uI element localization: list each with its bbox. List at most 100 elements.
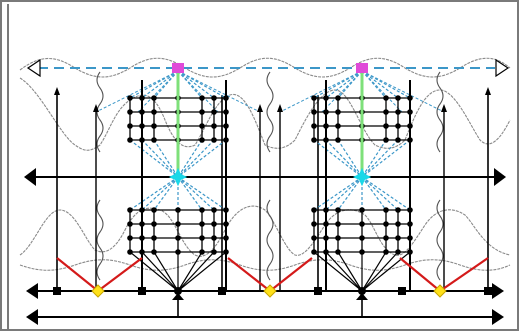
dashed-link [325,176,363,211]
lattice-node [383,235,389,241]
lattice-node [383,109,389,115]
dashed-link [325,70,363,99]
dashed-link [137,70,179,113]
lattice-node [199,235,205,241]
dashed-link [361,139,411,178]
lattice-node [407,235,413,241]
lattice-node [211,95,217,101]
lattice-node [395,95,401,101]
lattice-node [335,123,341,129]
lattice-node [139,221,145,227]
lattice-node [335,235,341,241]
yellow-node [91,284,105,298]
lattice-node [335,221,341,227]
fan-link [313,251,363,292]
magenta-hub [356,63,368,73]
dashed-link [279,70,363,113]
bus-right-arrow-icon [495,58,510,78]
lattice-node [395,235,401,241]
axis-square-markers [53,287,492,295]
lattice-node [127,123,133,129]
lattice-node [407,109,413,115]
arrowhead-icon [93,104,99,112]
lattice-node [407,123,413,129]
lattice-node [335,95,341,101]
lattice-node [127,109,133,115]
lattice-node [323,207,329,213]
lattice-node [323,123,329,129]
lattice-node [311,109,317,115]
lattice-node [151,109,157,115]
lattice-node [151,221,157,227]
dashed-link [313,176,363,211]
axis-node [174,287,182,295]
lattice-node [407,207,413,213]
lattice-node [395,109,401,115]
lattice-node [139,123,145,129]
lattice-node [199,109,205,115]
lattice-node [323,221,329,227]
lattice-node [139,207,145,213]
dashed-link [321,70,363,113]
lattice-node [223,235,229,241]
lattice-node [199,123,205,129]
lattice-node [223,95,229,101]
dashed-link [361,139,399,178]
lattice-unit [93,63,263,295]
fan-link [141,251,179,292]
dashed-link [313,139,363,178]
lattice-node [223,221,229,227]
dashed-link [361,70,399,99]
lattice-node [211,207,217,213]
lattice-node [395,123,401,129]
lattice-node [151,123,157,129]
lattice-node [335,109,341,115]
dashed-link [361,176,411,211]
dashed-link [141,70,179,99]
yellow-node [433,284,447,298]
lattice-node [335,137,341,143]
lattice-node [323,109,329,115]
lattice-node [223,109,229,115]
lattice-node [359,207,365,213]
dashed-link [95,70,179,113]
dashed-link [177,176,203,211]
lattice-node [311,123,317,129]
lattice-node [395,221,401,227]
lattice-node [311,137,317,143]
lattice-node [151,207,157,213]
lattice-node [335,207,341,213]
lattice-node [139,109,145,115]
lattice-node [151,95,157,101]
lattice-node [223,207,229,213]
arrowhead-icon [441,104,447,112]
lattice-node [323,235,329,241]
lattice-node [199,137,205,143]
dashed-link [325,139,363,178]
lattice-node [407,137,413,143]
lattice-node [395,207,401,213]
lattice-node [359,221,365,227]
lattice-node [199,221,205,227]
lattice-node [175,221,181,227]
dashed-link [129,70,179,99]
dashed-link [361,176,399,211]
bottom-up-arrows [172,293,368,317]
dashed-link [361,70,411,99]
dashed-link [177,70,227,99]
lattice-node [223,123,229,129]
dashed-link [177,70,261,113]
lattice-node [211,123,217,129]
fan-link [361,251,399,292]
dashed-link [361,139,387,178]
lattice-node [199,207,205,213]
fan-link [337,251,363,292]
lattice-node [311,95,317,101]
lattice-node [127,221,133,227]
lattice-node [223,137,229,143]
dashed-link [313,70,363,99]
lattice-node [311,207,317,213]
lattice-node [127,207,133,213]
